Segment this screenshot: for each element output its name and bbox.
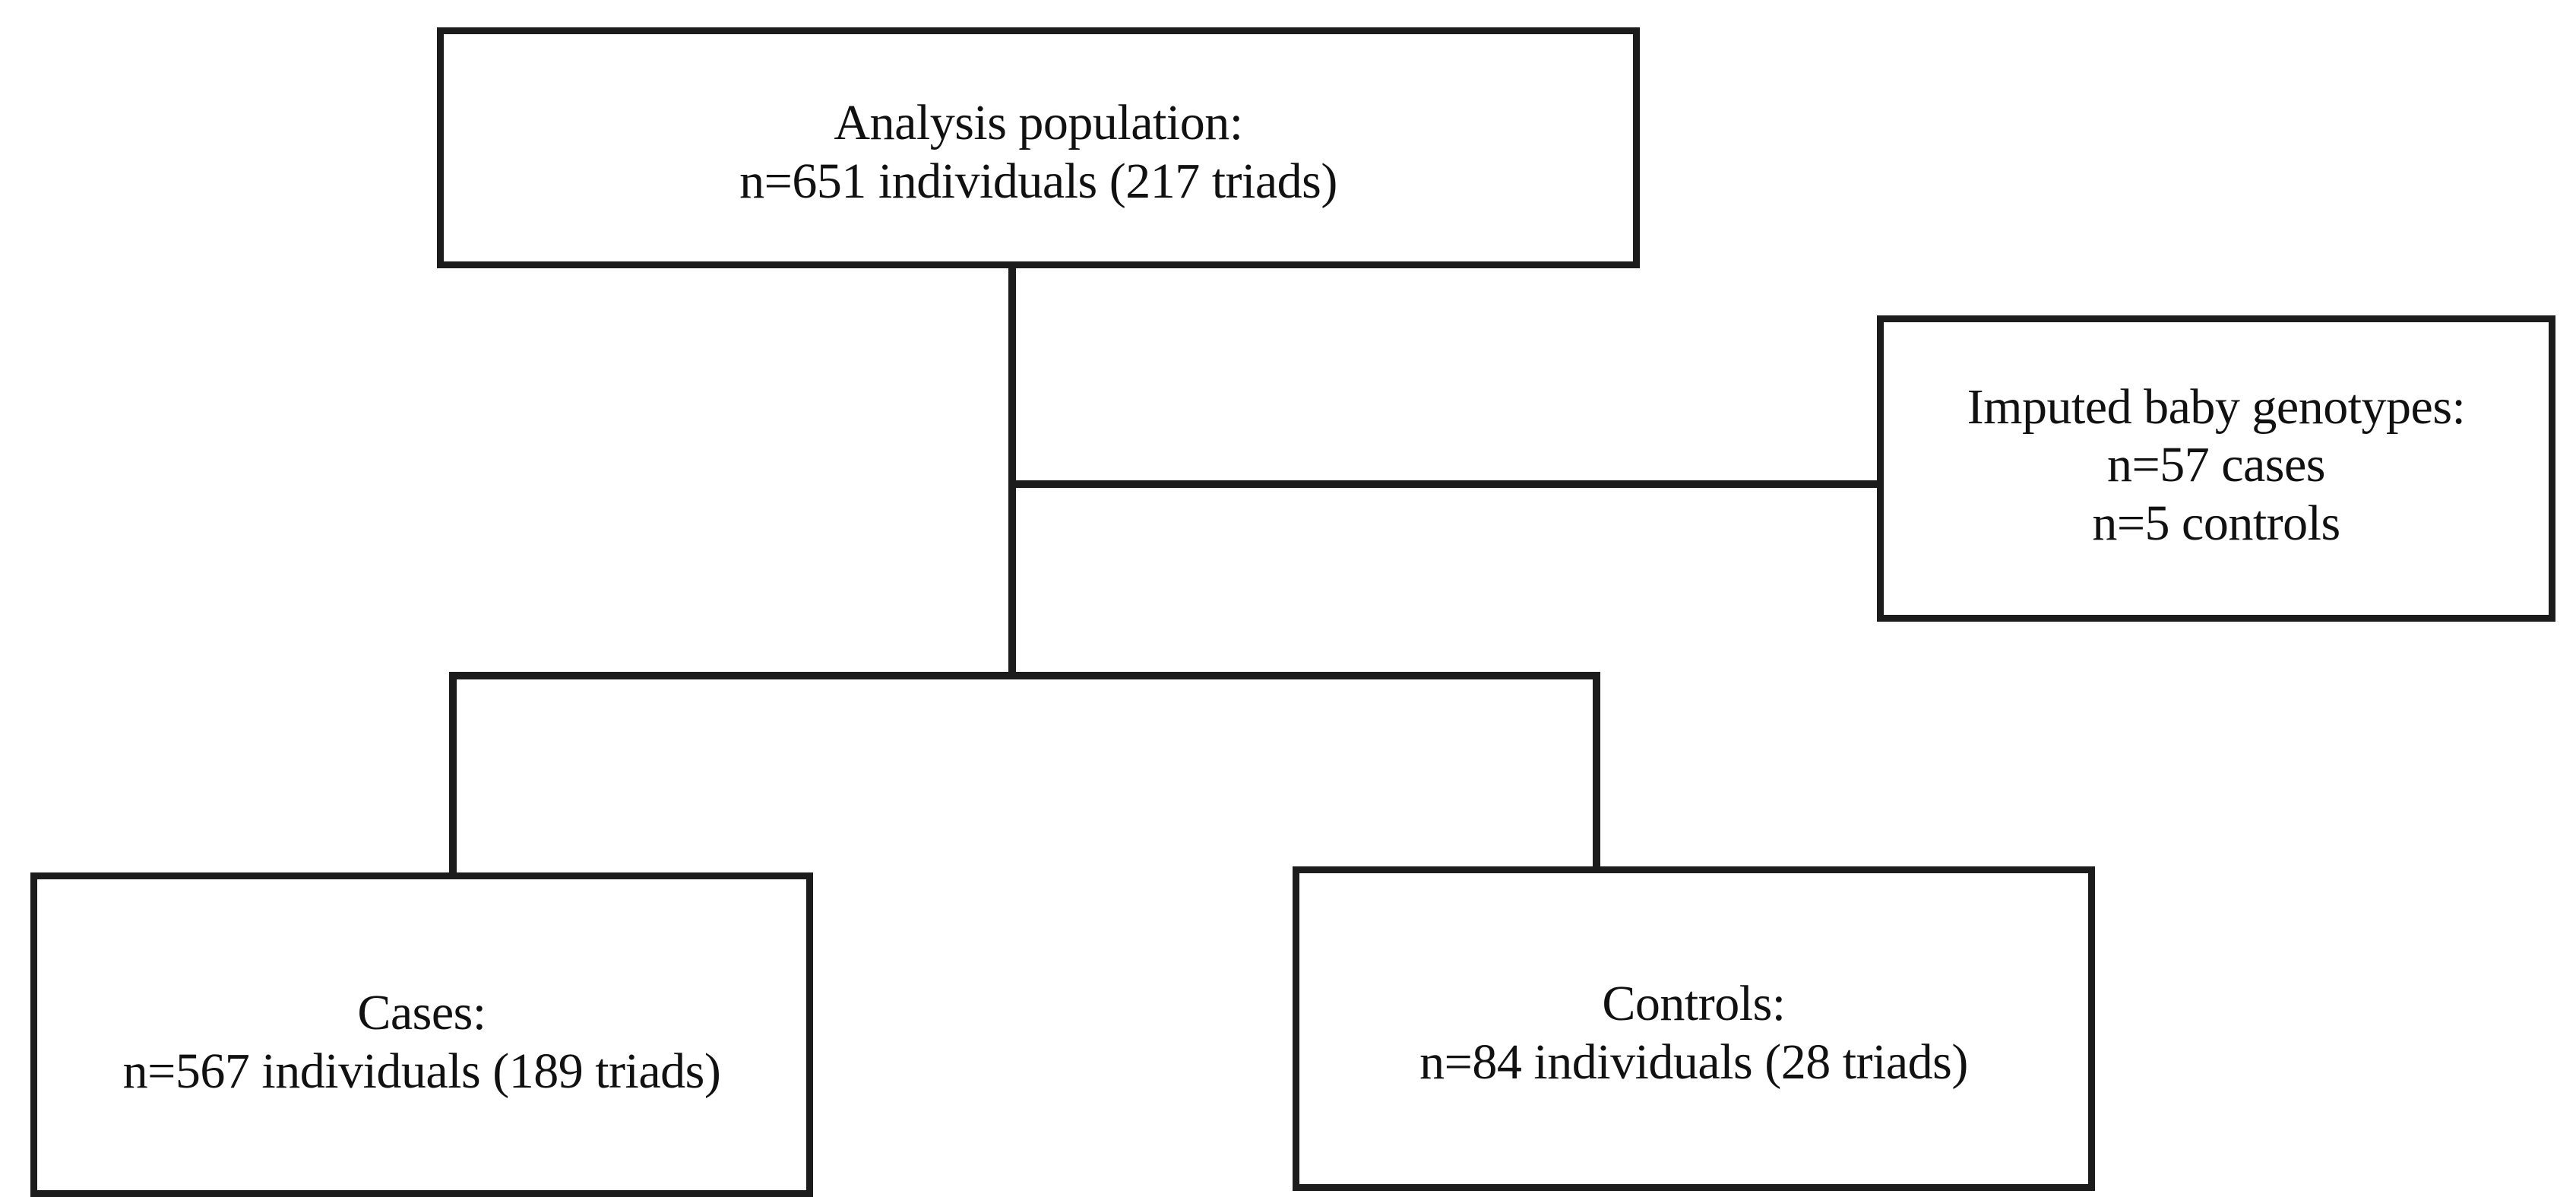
connector-split-bar	[449, 672, 1600, 679]
connector-analysis-to-split	[1008, 268, 1016, 679]
node-imputed-baby-genotypes-line-3: n=5 controls	[2092, 495, 2340, 551]
node-controls-text: Controls: n=84 individuals (28 triads)	[1419, 975, 1968, 1091]
node-analysis-population-line-2: n=651 individuals (217 triads)	[739, 153, 1337, 209]
node-imputed-baby-genotypes-text: Imputed baby genotypes: n=57 cases n=5 c…	[1967, 378, 2466, 553]
node-cases: Cases: n=567 individuals (189 triads)	[30, 872, 813, 1197]
connector-split-to-controls	[1593, 672, 1600, 869]
connector-split-to-cases	[449, 672, 457, 876]
node-analysis-population: Analysis population: n=651 individuals (…	[437, 27, 1640, 268]
node-controls-line-1: Controls:	[1602, 975, 1786, 1031]
node-cases-line-1: Cases:	[357, 984, 486, 1040]
connector-trunk-to-imputed-genotypes	[1012, 480, 1881, 488]
node-imputed-baby-genotypes-line-1: Imputed baby genotypes:	[1967, 378, 2466, 435]
node-controls: Controls: n=84 individuals (28 triads)	[1293, 866, 2095, 1191]
node-imputed-baby-genotypes: Imputed baby genotypes: n=57 cases n=5 c…	[1877, 315, 2555, 622]
node-cases-text: Cases: n=567 individuals (189 triads)	[123, 984, 721, 1100]
node-analysis-population-text: Analysis population: n=651 individuals (…	[739, 94, 1337, 211]
node-analysis-population-line-1: Analysis population:	[834, 94, 1243, 150]
node-imputed-baby-genotypes-line-2: n=57 cases	[2107, 437, 2325, 493]
node-cases-line-2: n=567 individuals (189 triads)	[122, 1043, 721, 1099]
node-controls-line-2: n=84 individuals (28 triads)	[1419, 1034, 1968, 1090]
